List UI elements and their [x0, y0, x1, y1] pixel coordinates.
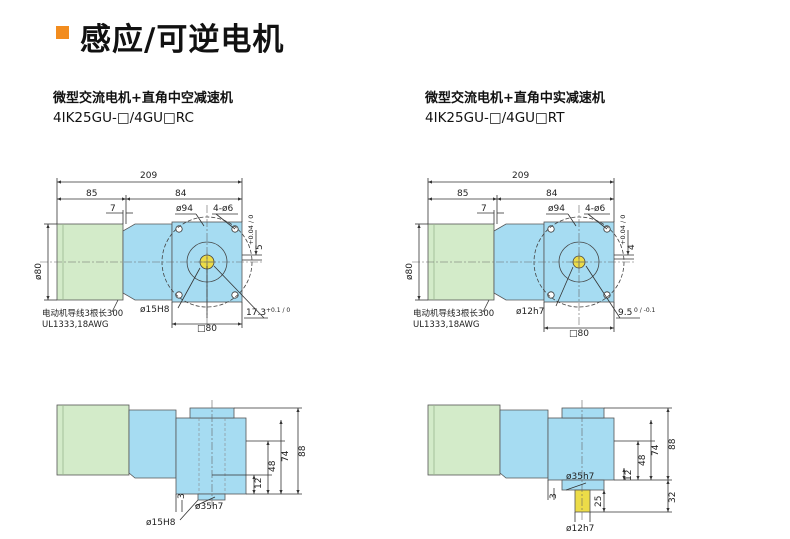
left-dim-h88: 88 — [298, 445, 308, 457]
right-dim-h32: 32 — [668, 492, 678, 503]
left-dim-gear-len: 84 — [175, 189, 187, 199]
right-cable-spec: UL1333,18AWG — [413, 320, 479, 330]
page-title: 感应/可逆电机 — [80, 22, 285, 58]
right-side-dims — [547, 407, 672, 522]
right-dim-motor-dia: ø80 — [405, 263, 415, 280]
left-cable-spec: UL1333,18AWG — [42, 320, 108, 330]
right-dim-offset: 7 — [481, 204, 487, 214]
right-dim-motor-len: 85 — [457, 189, 468, 199]
right-dim-shaft-side: ø12h7 — [566, 524, 594, 534]
right-cable-label: 电动机导线3根长300 — [413, 308, 494, 319]
right-side-motor — [427, 404, 501, 476]
left-dim-key-tol: +0.04 / 0 — [247, 215, 255, 245]
left-side-view — [56, 400, 247, 508]
right-side-adapter — [499, 409, 549, 479]
left-dim-bore: ø15H8 — [140, 305, 170, 315]
right-dim-h48: 48 — [638, 454, 648, 466]
right-drawing-title: 微型交流电机+直角中实减速机 — [425, 91, 605, 106]
left-dim-boss: ø35h7 — [195, 502, 223, 512]
right-side-labels: 88 74 48 12 32 25 3 ø35h7 ø12h7 — [549, 438, 678, 534]
right-dim-h88: 88 — [668, 438, 678, 450]
left-cable-label: 电动机导线3根长300 — [42, 308, 123, 319]
right-dim-holes: 4-ø6 — [585, 204, 605, 214]
right-dim-3: 3 — [549, 493, 559, 499]
right-dim-bolt-circle: ø94 — [548, 204, 565, 214]
left-dim-flange: □80 — [197, 324, 217, 334]
left-dim-holes: 4-ø6 — [213, 204, 233, 214]
right-model-number: 4IK25GU-□/4GU□RT — [425, 110, 565, 126]
right-side-gearbox — [547, 417, 615, 481]
left-side-gearbox — [175, 417, 247, 495]
left-side-labels: 88 74 48 12 3 ø35h7 ø15H8 — [146, 445, 308, 528]
left-dim-bore-side: ø15H8 — [146, 518, 176, 528]
right-dim-h25: 25 — [594, 496, 604, 507]
right-dim-h74: 74 — [651, 444, 661, 456]
left-dim-total: 209 — [140, 171, 157, 181]
right-top-labels: 209 85 84 7 ø94 4-ø6 ø80 4 +0.04 / 0 ø12… — [405, 171, 656, 339]
left-dim-bolt-circle: ø94 — [176, 204, 193, 214]
left-top-labels: 209 85 84 7 ø94 4-ø6 ø80 5 +0.04 / 0 ø15… — [34, 171, 290, 334]
left-side-adapter — [128, 409, 177, 479]
left-dim-h12: 12 — [254, 478, 264, 489]
right-dim-depth: 9.5 — [618, 308, 632, 318]
left-dim-3: 3 — [177, 493, 187, 499]
left-dim-depth: 17.3 — [246, 308, 266, 318]
left-drawing-title: 微型交流电机+直角中空减速机 — [53, 91, 233, 106]
right-dim-gear-len: 84 — [546, 189, 558, 199]
left-dim-h74: 74 — [281, 450, 291, 462]
left-dim-motor-len: 85 — [86, 189, 97, 199]
right-dim-shaft: ø12h7 — [516, 307, 544, 317]
right-dim-key-tol: +0.04 / 0 — [619, 215, 627, 245]
left-dim-h48: 48 — [268, 460, 278, 472]
left-dim-depth-tol: +0.1 / 0 — [266, 307, 290, 314]
left-dim-offset: 7 — [110, 204, 116, 214]
right-dim-flange: □80 — [569, 329, 589, 339]
left-top-view — [40, 178, 268, 328]
right-top-view — [412, 178, 640, 332]
left-side-motor — [56, 404, 130, 476]
right-dim-key: 4 — [627, 244, 637, 250]
right-dim-total: 209 — [512, 171, 529, 181]
right-side-output-shaft — [574, 489, 591, 513]
right-dim-h12: 12 — [624, 470, 634, 481]
title-marker — [56, 26, 69, 39]
right-side-view — [427, 400, 615, 520]
right-dim-depth-tol: 0 / -0.1 — [634, 307, 656, 314]
left-side-dims — [175, 407, 302, 521]
left-dim-motor-dia: ø80 — [34, 263, 44, 280]
left-dim-key: 5 — [255, 244, 265, 250]
right-dim-boss: ø35h7 — [566, 472, 594, 482]
left-model-number: 4IK25GU-□/4GU□RC — [53, 110, 194, 126]
